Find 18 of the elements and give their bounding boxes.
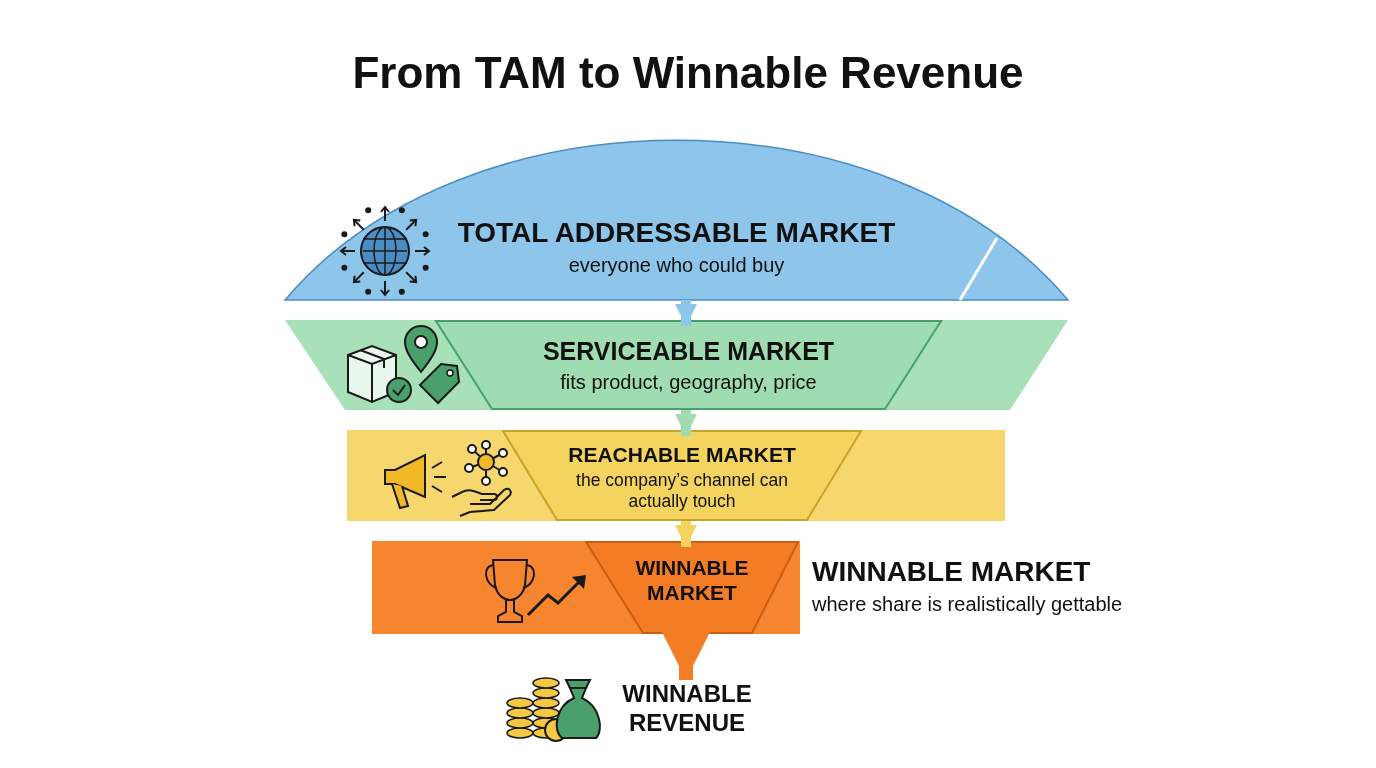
flow-arrow	[675, 410, 697, 436]
segment-heading: TOTAL ADDRESSABLE MARKET	[456, 216, 897, 250]
segment-heading: REACHABLE MARKET	[567, 442, 797, 468]
funnel-segment	[502, 430, 862, 521]
segment-description: everyone who could buy	[567, 253, 786, 277]
flow-arrow	[675, 521, 697, 547]
side-heading: WINNABLE MARKET	[812, 556, 1091, 588]
diagram-title: From TAM to Winnable Revenue	[351, 48, 1025, 98]
side-description: where share is realistically gettable	[812, 593, 1123, 616]
funnel-segment	[585, 541, 799, 634]
segment-description: fits product, geography, price	[559, 370, 818, 394]
segment-heading: SERVICEABLE MARKET	[541, 336, 836, 366]
segment-heading: WINNABLE MARKET	[634, 555, 750, 606]
segment-description: the company’s channel can actually touch	[575, 470, 789, 512]
flow-arrow	[675, 300, 697, 326]
segment-heading: WINNABLE REVENUE	[621, 680, 753, 738]
flow-arrow	[661, 631, 711, 680]
funnel-dome	[285, 140, 1068, 300]
